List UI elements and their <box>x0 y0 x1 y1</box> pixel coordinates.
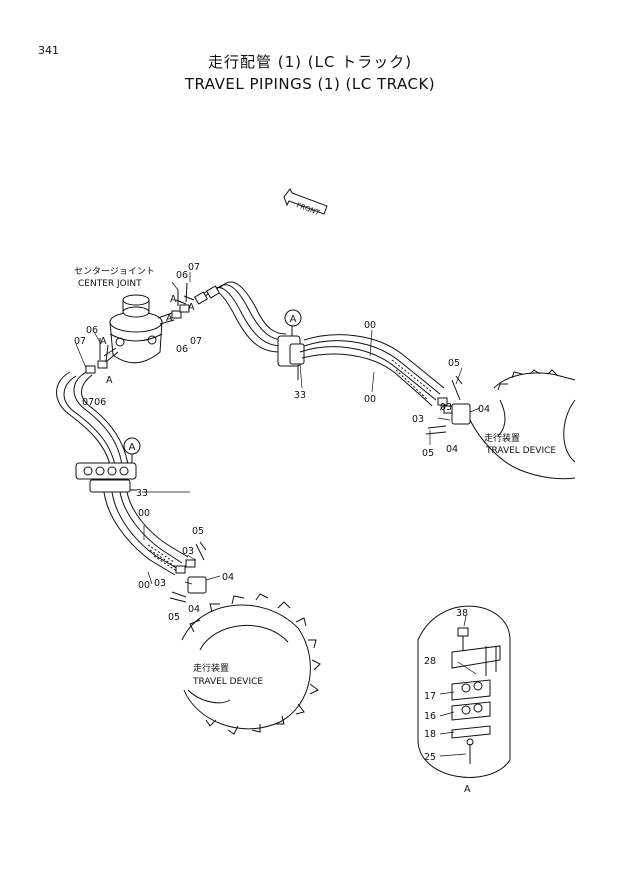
detail-view-letter: A <box>464 784 471 795</box>
part-label-06: 06 <box>86 325 98 336</box>
right-travel-device <box>469 369 576 480</box>
left-hoses <box>56 371 129 466</box>
part-label-03: 03 <box>440 402 452 413</box>
part-label-18: 18 <box>424 729 436 740</box>
clamp-detail-view <box>417 605 511 778</box>
part-label-06: 06 <box>176 344 188 355</box>
svg-text:A: A <box>129 442 136 453</box>
callout-letter: A <box>188 302 195 313</box>
part-label-05: 05 <box>422 448 434 459</box>
part-label-16: 16 <box>424 711 436 722</box>
title-japanese: 走行配管 (1) (LC トラック) <box>207 53 413 71</box>
part-label-0706: 0706 <box>82 397 106 408</box>
leader-lines <box>75 272 481 757</box>
center-fittings <box>85 282 195 374</box>
callout-letter: A <box>166 313 173 324</box>
part-label-05: 05 <box>448 358 460 369</box>
lower-travel-device <box>181 593 321 735</box>
part-label-00: 00 <box>138 508 150 519</box>
callout-letter: A <box>106 375 113 386</box>
part-label-00: 00 <box>138 580 150 591</box>
part-label-00: 00 <box>364 320 376 331</box>
travel-device-right-en: TRAVEL DEVICE <box>485 446 556 456</box>
part-label-05: 05 <box>168 612 180 623</box>
part-label-07: 07 <box>190 336 202 347</box>
title-english: TRAVEL PIPINGS (1) (LC TRACK) <box>184 75 436 93</box>
part-label-00: 00 <box>364 394 376 405</box>
page-number: 341 <box>38 44 59 57</box>
part-label-04: 04 <box>478 404 490 415</box>
part-label-07: 07 <box>188 262 200 273</box>
lower-fittings <box>169 541 207 603</box>
callout-letter: A <box>100 336 107 347</box>
part-label-25: 25 <box>424 752 436 763</box>
part-label-33: 33 <box>294 390 306 401</box>
travel-device-lower-jp: 走行装置 <box>193 662 229 674</box>
part-label-07: 07 <box>74 336 86 347</box>
center-joint-label-en: CENTER JOINT <box>78 279 142 289</box>
part-label-03: 03 <box>412 414 424 425</box>
right-fittings <box>425 375 471 435</box>
part-label-03: 03 <box>154 578 166 589</box>
right-clamp <box>277 326 305 380</box>
part-label-38: 38 <box>456 608 468 619</box>
center-joint-drawing <box>103 294 175 364</box>
right-hoses <box>299 334 445 407</box>
travel-device-right-jp: 走行装置 <box>484 432 520 444</box>
upper-clamp <box>75 452 137 493</box>
part-label-04: 04 <box>446 444 458 455</box>
part-label-04: 04 <box>188 604 200 615</box>
part-label-03: 03 <box>182 546 194 557</box>
upper-hoses <box>193 281 287 353</box>
part-label-33: 33 <box>136 488 148 499</box>
part-label-06: 06 <box>176 270 188 281</box>
lower-hoses <box>103 491 189 576</box>
part-label-04: 04 <box>222 572 234 583</box>
part-label-17: 17 <box>424 691 436 702</box>
travel-device-lower-en: TRAVEL DEVICE <box>192 677 263 687</box>
callout-a-right: A <box>284 309 302 327</box>
front-arrow-icon <box>283 188 328 215</box>
center-joint-label-jp: センタージョイント <box>74 266 155 277</box>
callout-a-left: A <box>123 437 141 455</box>
part-label-05: 05 <box>192 526 204 537</box>
svg-text:A: A <box>290 314 297 325</box>
callout-letter: A <box>170 294 177 305</box>
part-label-28: 28 <box>424 656 436 667</box>
